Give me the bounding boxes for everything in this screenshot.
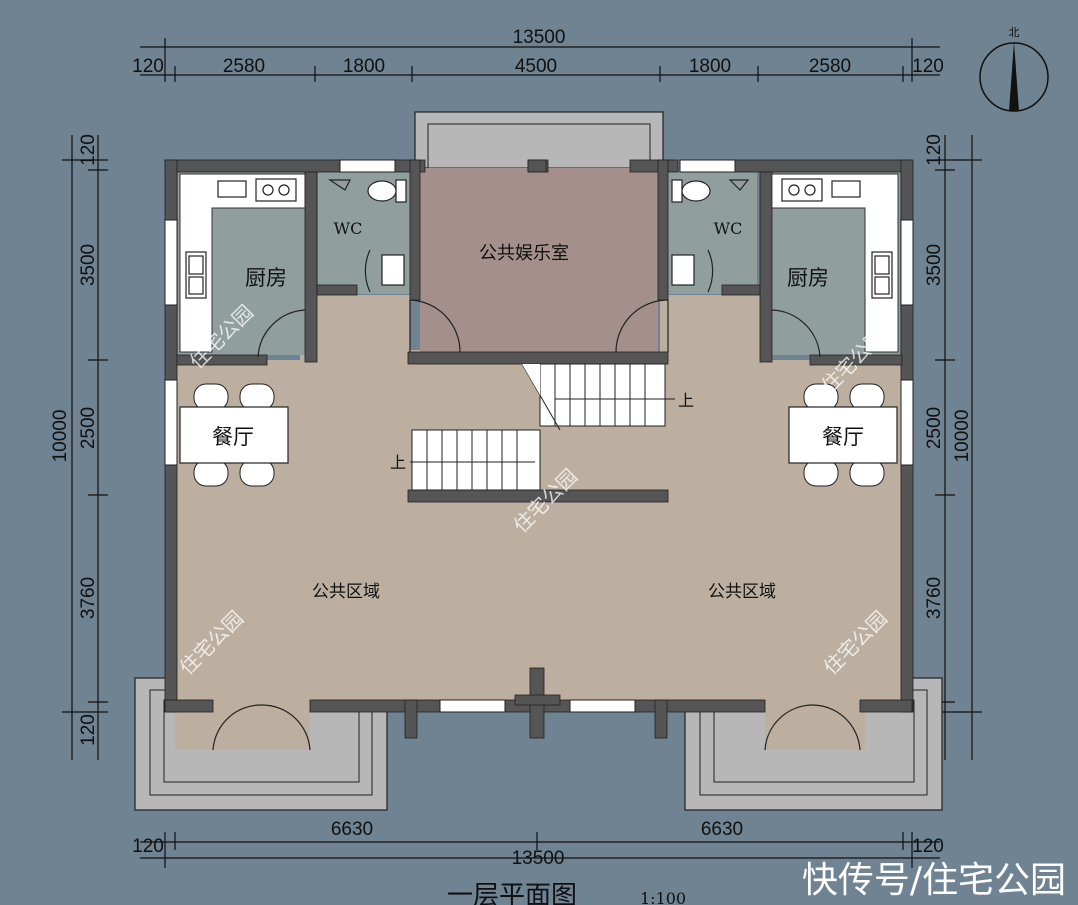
dim-bottom-seg-1: 120 xyxy=(132,836,164,857)
stove-icon xyxy=(217,178,861,202)
room-label-kitchen-left: 厨房 xyxy=(245,266,287,290)
left-dimensions xyxy=(62,135,108,760)
dim-bottom-total: 13500 xyxy=(512,848,565,869)
dim-top-seg-4: 4500 xyxy=(515,56,557,77)
room-label-public-right: 公共区域 xyxy=(708,582,776,602)
right-dimensions xyxy=(935,135,982,760)
dining-right xyxy=(788,383,898,487)
dim-top-seg-7: 120 xyxy=(912,56,944,77)
windows xyxy=(164,159,914,713)
dim-top-seg-2: 2580 xyxy=(223,56,265,77)
entry-vestibule-right xyxy=(765,700,865,750)
staircase-lower xyxy=(410,429,541,491)
dining-left xyxy=(179,383,289,487)
dim-left-seg-1: 120 xyxy=(78,134,99,166)
drawing-scale: 1:100 xyxy=(640,889,686,905)
dim-right-total: 10000 xyxy=(952,410,973,463)
door-swings xyxy=(212,299,861,751)
drawing-title: 一层平面图 xyxy=(447,881,577,905)
room-label-wc-left: WC xyxy=(334,219,363,238)
source-caption: 快传号/住宅公园 xyxy=(802,860,1066,901)
room-label-public-left: 公共区域 xyxy=(312,582,380,602)
dim-bottom-seg-2: 6630 xyxy=(331,819,373,840)
dim-bottom-seg-4: 120 xyxy=(912,836,944,857)
entertainment-room-floor xyxy=(420,168,658,358)
bottom-dimensions xyxy=(140,832,940,868)
dim-left-seg-5: 120 xyxy=(78,714,99,746)
room-label-dining-right: 餐厅 xyxy=(822,425,864,449)
dim-right-seg-1: 120 xyxy=(924,134,945,166)
dim-left-seg-3: 2500 xyxy=(78,407,99,449)
stair-up-label-2: 上 xyxy=(390,453,406,472)
room-label-kitchen-right: 厨房 xyxy=(787,266,829,290)
dim-bottom-seg-3: 6630 xyxy=(701,819,743,840)
toilet-icon xyxy=(367,179,711,286)
north-compass xyxy=(979,42,1049,112)
dim-top-total: 13500 xyxy=(513,27,566,48)
dim-right-seg-3: 2500 xyxy=(924,407,945,449)
dim-left-seg-4: 3760 xyxy=(78,577,99,619)
shower-icon xyxy=(328,179,750,293)
room-label-entertainment: 公共娱乐室 xyxy=(479,243,569,264)
dim-left-total: 10000 xyxy=(50,410,71,463)
dim-top-seg-5: 1800 xyxy=(689,56,731,77)
dim-top-seg-3: 1800 xyxy=(343,56,385,77)
dim-right-seg-4: 3760 xyxy=(924,577,945,619)
dim-left-seg-2: 3500 xyxy=(78,244,99,286)
room-label-wc-right: WC xyxy=(714,219,743,238)
dim-top-seg-6: 2580 xyxy=(809,56,851,77)
stair-up-label-1: 上 xyxy=(678,391,694,410)
dim-right-seg-2: 3500 xyxy=(924,244,945,286)
dim-top-seg-1: 120 xyxy=(132,56,164,77)
top-dimensions xyxy=(140,38,940,82)
compass-label: 北 xyxy=(1009,26,1020,39)
room-label-dining-left: 餐厅 xyxy=(212,425,254,449)
sink-icon xyxy=(185,251,893,299)
staircase-upper xyxy=(521,363,675,431)
